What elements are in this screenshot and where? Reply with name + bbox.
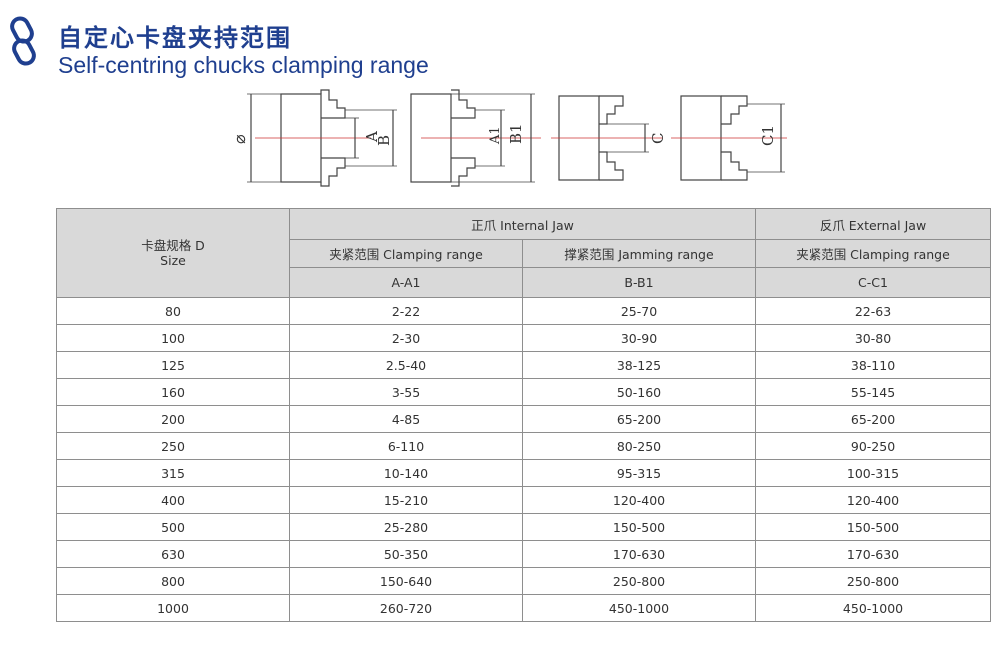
cell-a-a1: 2-30 [289, 324, 523, 352]
cell-c-c1: 120-400 [755, 486, 992, 514]
cell-a-a1: 25-280 [289, 513, 523, 541]
cell-size: 80 [56, 297, 290, 325]
cell-a-a1: 50-350 [289, 540, 523, 568]
cell-b-b1: 25-70 [521, 297, 757, 325]
table-row: 160 3-55 50-160 55-145 [56, 378, 992, 406]
external-clamping-range-header: 夹紧范围 Clamping range [755, 239, 992, 268]
cell-b-b1: 50-160 [521, 378, 757, 406]
cell-size: 500 [56, 513, 290, 541]
cell-size: 160 [56, 378, 290, 406]
cell-b-b1: 30-90 [521, 324, 757, 352]
column-header-a-a1: A-A1 [289, 267, 523, 298]
cell-c-c1: 30-80 [755, 324, 992, 352]
page-title-english: Self-centring chucks clamping range [58, 52, 429, 78]
cell-c-c1: 250-800 [755, 567, 992, 595]
size-column-header: 卡盘规格 D Size [56, 208, 290, 298]
page-title-chinese: 自定心卡盘夹持范围 [58, 24, 292, 52]
table-row: 630 50-350 170-630 170-630 [56, 540, 992, 568]
cell-size: 315 [56, 459, 290, 487]
cell-b-b1: 65-200 [521, 405, 757, 433]
diagram-label-a: A [363, 131, 381, 143]
table-row: 315 10-140 95-315 100-315 [56, 459, 992, 487]
diagram-internal-jamming [410, 89, 541, 187]
size-header-en: Size [160, 253, 186, 268]
column-header-c-c1: C-C1 [755, 267, 992, 298]
cell-a-a1: 15-210 [289, 486, 523, 514]
table-row: 500 25-280 150-500 150-500 [56, 513, 992, 541]
cell-a-a1: 260-720 [289, 594, 523, 622]
internal-jaw-header: 正爪 Internal Jaw [288, 208, 757, 240]
cell-size: 630 [56, 540, 290, 568]
cell-b-b1: 170-630 [521, 540, 757, 568]
table-row: 100 2-30 30-90 30-80 [56, 324, 992, 352]
table-row: 200 4-85 65-200 65-200 [56, 405, 992, 433]
cell-c-c1: 100-315 [755, 459, 992, 487]
page-header: 自定心卡盘夹持范围 Self-centring chucks clamping … [8, 10, 568, 80]
cell-b-b1: 250-800 [521, 567, 757, 595]
diagram-label-b: B [375, 135, 393, 146]
cell-size: 125 [56, 351, 290, 379]
table-row: 125 2.5-40 38-125 38-110 [56, 351, 992, 379]
cell-a-a1: 3-55 [289, 378, 523, 406]
cell-b-b1: 120-400 [521, 486, 757, 514]
external-jaw-header: 反爪 External Jaw [755, 208, 992, 240]
diagram-label-c: C [649, 133, 667, 144]
diagram-external-clamping [551, 95, 663, 181]
table-row: 800 150-640 250-800 250-800 [56, 567, 992, 595]
cell-c-c1: 170-630 [755, 540, 992, 568]
table-row: 400 15-210 120-400 120-400 [56, 486, 992, 514]
table-row: 80 2-22 25-70 22-63 [56, 297, 992, 325]
cell-c-c1: 450-1000 [755, 594, 992, 622]
cell-b-b1: 95-315 [521, 459, 757, 487]
cell-a-a1: 10-140 [289, 459, 523, 487]
cell-size: 100 [56, 324, 290, 352]
cell-size: 250 [56, 432, 290, 460]
cell-b-b1: 150-500 [521, 513, 757, 541]
diagram-label-b1: B1 [507, 123, 525, 144]
cell-a-a1: 6-110 [289, 432, 523, 460]
diagram-label-diameter: ⌀ [230, 134, 249, 144]
jaw-diagrams: ⌀ A B A1 B1 C [225, 88, 805, 188]
cell-c-c1: 55-145 [755, 378, 992, 406]
cell-a-a1: 2-22 [289, 297, 523, 325]
diagram-external-clamping-c1 [671, 95, 787, 181]
column-header-b-b1: B-B1 [521, 267, 757, 298]
cell-c-c1: 150-500 [755, 513, 992, 541]
cell-a-a1: 4-85 [289, 405, 523, 433]
table-row: 1000 260-720 450-1000 450-1000 [56, 594, 992, 622]
diagram-label-c1: C1 [759, 125, 777, 146]
clamping-range-table: 卡盘规格 D Size 正爪 Internal Jaw 反爪 External … [56, 208, 992, 622]
internal-jamming-range-header: 撑紧范围 Jamming range [521, 239, 757, 268]
diagram-internal-clamping [247, 89, 397, 187]
cell-size: 1000 [56, 594, 290, 622]
cell-size: 400 [56, 486, 290, 514]
cell-a-a1: 150-640 [289, 567, 523, 595]
cell-c-c1: 38-110 [755, 351, 992, 379]
jaw-diagrams-svg: ⌀ A B A1 B1 C [230, 89, 787, 187]
cell-size: 800 [56, 567, 290, 595]
cell-size: 200 [56, 405, 290, 433]
internal-clamping-range-header: 夹紧范围 Clamping range [289, 239, 523, 268]
cell-c-c1: 65-200 [755, 405, 992, 433]
cell-c-c1: 22-63 [755, 297, 992, 325]
cell-b-b1: 450-1000 [521, 594, 757, 622]
chain-link-logo-icon [10, 16, 36, 66]
cell-c-c1: 90-250 [755, 432, 992, 460]
cell-a-a1: 2.5-40 [289, 351, 523, 379]
size-header-cn: 卡盘规格 D [141, 238, 205, 253]
diagram-label-a1: A1 [488, 126, 503, 145]
cell-b-b1: 80-250 [521, 432, 757, 460]
table-row: 250 6-110 80-250 90-250 [56, 432, 992, 460]
cell-b-b1: 38-125 [521, 351, 757, 379]
